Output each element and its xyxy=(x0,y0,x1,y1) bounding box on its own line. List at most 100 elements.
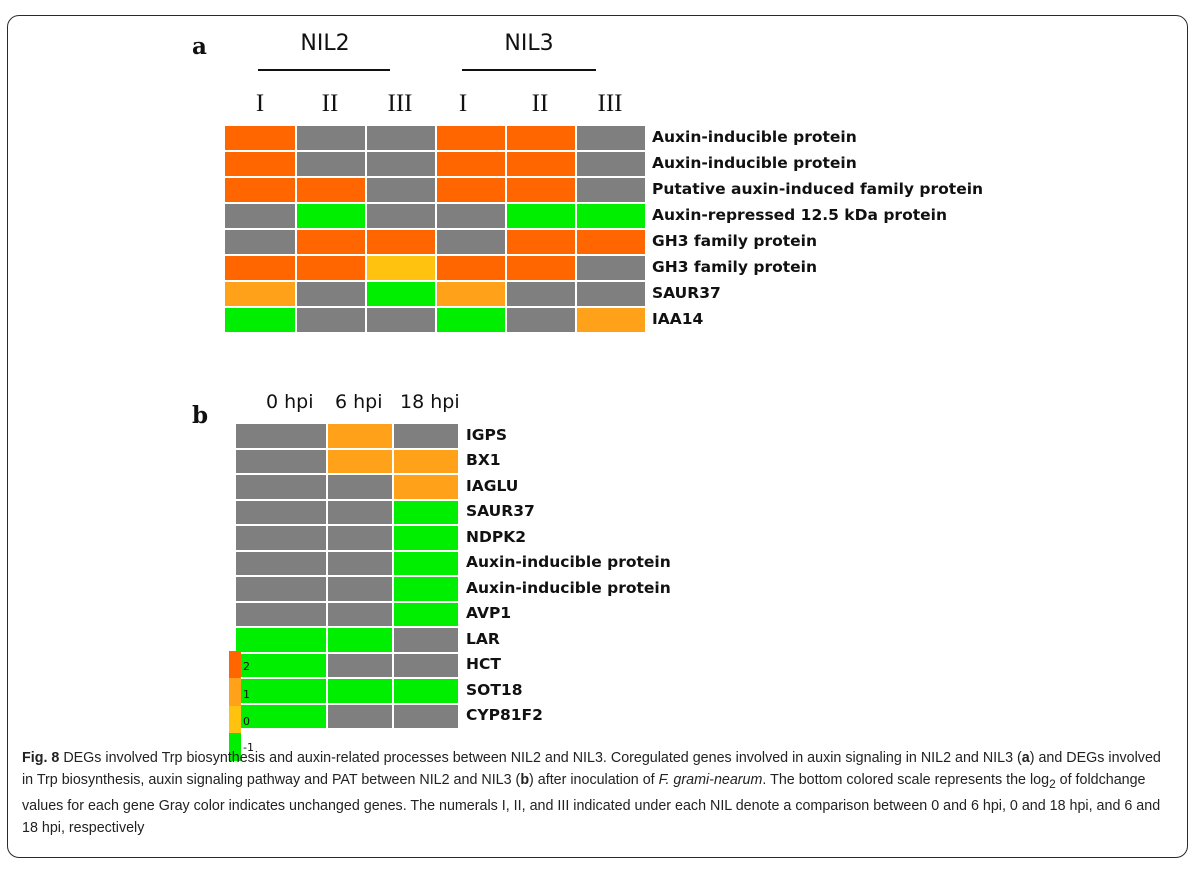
heatmap-a-cell xyxy=(507,282,575,306)
heatmap-a-cell xyxy=(225,126,295,150)
heatmap-b-row-label: Auxin-inducible protein xyxy=(466,553,671,572)
heatmap-b-cell xyxy=(328,526,392,550)
time-label-18-hpi: 18 hpi xyxy=(400,391,460,413)
heatmap-a-cell xyxy=(367,282,435,306)
heatmap-a-cell xyxy=(297,126,365,150)
figure-caption: Fig. 8 DEGs involved Trp biosynthesis an… xyxy=(22,747,1172,839)
heatmap-a-cell xyxy=(577,308,645,332)
heatmap-b-cell xyxy=(394,449,458,473)
heatmap-a-cell xyxy=(437,256,505,280)
panel-b-letter: b xyxy=(192,402,209,429)
heatmap-a-row-label: IAA14 xyxy=(652,310,704,328)
heatmap-b-row-label: SOT18 xyxy=(466,680,523,699)
heatmap-a-cell xyxy=(437,152,505,176)
caption-text-3: ) after inoculation of xyxy=(529,772,659,788)
heatmap-b-cell xyxy=(236,526,326,550)
group-line-nil3 xyxy=(462,69,596,71)
heatmap-a-cell xyxy=(367,204,435,228)
group-label-nil2: NIL2 xyxy=(300,31,350,56)
heatmap-b-cell xyxy=(236,475,326,499)
heatmap-a-cell xyxy=(577,178,645,202)
heatmap-b-row-label: SAUR37 xyxy=(466,502,535,521)
heatmap-b-row-label: Auxin-inducible protein xyxy=(466,578,671,597)
heatmap-b-cell xyxy=(328,475,392,499)
caption-ref-a: a xyxy=(1021,750,1030,766)
heatmap-b-cell xyxy=(236,653,326,677)
heatmap-a-cell xyxy=(577,126,645,150)
column-label-nil3-ii: II xyxy=(531,90,549,117)
heatmap-b-cell xyxy=(394,424,458,448)
heatmap-b-cell xyxy=(328,679,392,703)
column-label-nil2-ii: II xyxy=(321,90,339,117)
column-label-nil3-iii: III xyxy=(597,90,623,117)
heatmap-a-cell xyxy=(297,204,365,228)
heatmap-a-cell xyxy=(577,204,645,228)
heatmap-a-cell xyxy=(367,230,435,254)
heatmap-a-cell xyxy=(297,282,365,306)
heatmap-b-row-label: CYP81F2 xyxy=(466,706,543,725)
caption-subscript: 2 xyxy=(1049,776,1056,791)
heatmap-a-cell xyxy=(507,152,575,176)
heatmap-a-cell xyxy=(437,126,505,150)
heatmap-b-cell xyxy=(236,679,326,703)
heatmap-b-cell xyxy=(394,704,458,728)
heatmap-a-cell xyxy=(225,308,295,332)
heatmap-b-cell xyxy=(236,704,326,728)
heatmap-a-cell xyxy=(297,256,365,280)
heatmap-a-row-label: GH3 family protein xyxy=(652,258,818,276)
heatmap-a-cell xyxy=(437,230,505,254)
heatmap-a-cell xyxy=(577,256,645,280)
heatmap-a-cell xyxy=(297,152,365,176)
heatmap-a-cell xyxy=(297,230,365,254)
heatmap-a-row-label: SAUR37 xyxy=(652,284,721,302)
heatmap-b-cell xyxy=(328,577,392,601)
caption-figure-number: Fig. 8 xyxy=(22,750,60,766)
legend-tick-label: -1 xyxy=(243,741,254,754)
heatmap-b-cell xyxy=(328,628,392,652)
heatmap-b-cell xyxy=(236,628,326,652)
heatmap-b-cell xyxy=(236,449,326,473)
heatmap-a-cell xyxy=(225,178,295,202)
heatmap-b-cell xyxy=(236,577,326,601)
heatmap-a-cell xyxy=(577,152,645,176)
heatmap-a-row-label: GH3 family protein xyxy=(652,232,818,250)
legend-color-segment xyxy=(229,678,241,706)
heatmap-a-cell xyxy=(507,308,575,332)
heatmap-b-row-label: IGPS xyxy=(466,425,508,444)
column-label-nil3-i: I xyxy=(458,90,468,117)
heatmap-a-cell xyxy=(577,282,645,306)
caption-ref-b: b xyxy=(520,772,530,788)
heatmap-a-cell xyxy=(367,152,435,176)
heatmap-a-cell xyxy=(297,308,365,332)
heatmap-a-cell xyxy=(507,178,575,202)
heatmap-a-cell xyxy=(225,256,295,280)
heatmap-b-row-label: HCT xyxy=(466,655,501,674)
heatmap-b-cell xyxy=(394,551,458,575)
heatmap-a-cell xyxy=(507,126,575,150)
heatmap-b-cell xyxy=(394,602,458,626)
heatmap-a-cell xyxy=(367,256,435,280)
heatmap-b-cell xyxy=(328,704,392,728)
heatmap-a-row-label: Auxin-repressed 12.5 kDa protein xyxy=(652,206,947,224)
heatmap-a-cell xyxy=(225,204,295,228)
group-line-nil2 xyxy=(258,69,390,71)
heatmap-a-cell xyxy=(225,152,295,176)
legend-tick-label: 1 xyxy=(243,688,250,701)
panel-a-letter: a xyxy=(192,33,207,60)
heatmap-b-row-label: IAGLU xyxy=(466,476,519,495)
heatmap-a-cell xyxy=(225,282,295,306)
heatmap-b-cell xyxy=(328,602,392,626)
heatmap-b-cell xyxy=(394,653,458,677)
group-label-nil3: NIL3 xyxy=(504,31,554,56)
heatmap-a-cell xyxy=(507,230,575,254)
heatmap-b-cell xyxy=(236,424,326,448)
caption-text-2: ) and DEGs involved in Trp biosynthesis,… xyxy=(22,750,1161,788)
heatmap-b-cell xyxy=(328,551,392,575)
legend-color-segment xyxy=(229,733,241,761)
heatmap-a-row-label: Auxin-inducible protein xyxy=(652,128,857,146)
heatmap-b-cell xyxy=(394,526,458,550)
heatmap-b-row-label: AVP1 xyxy=(466,604,512,623)
heatmap-b-cell xyxy=(328,653,392,677)
heatmap-b-cell xyxy=(328,449,392,473)
heatmap-b-row-label: NDPK2 xyxy=(466,527,526,546)
